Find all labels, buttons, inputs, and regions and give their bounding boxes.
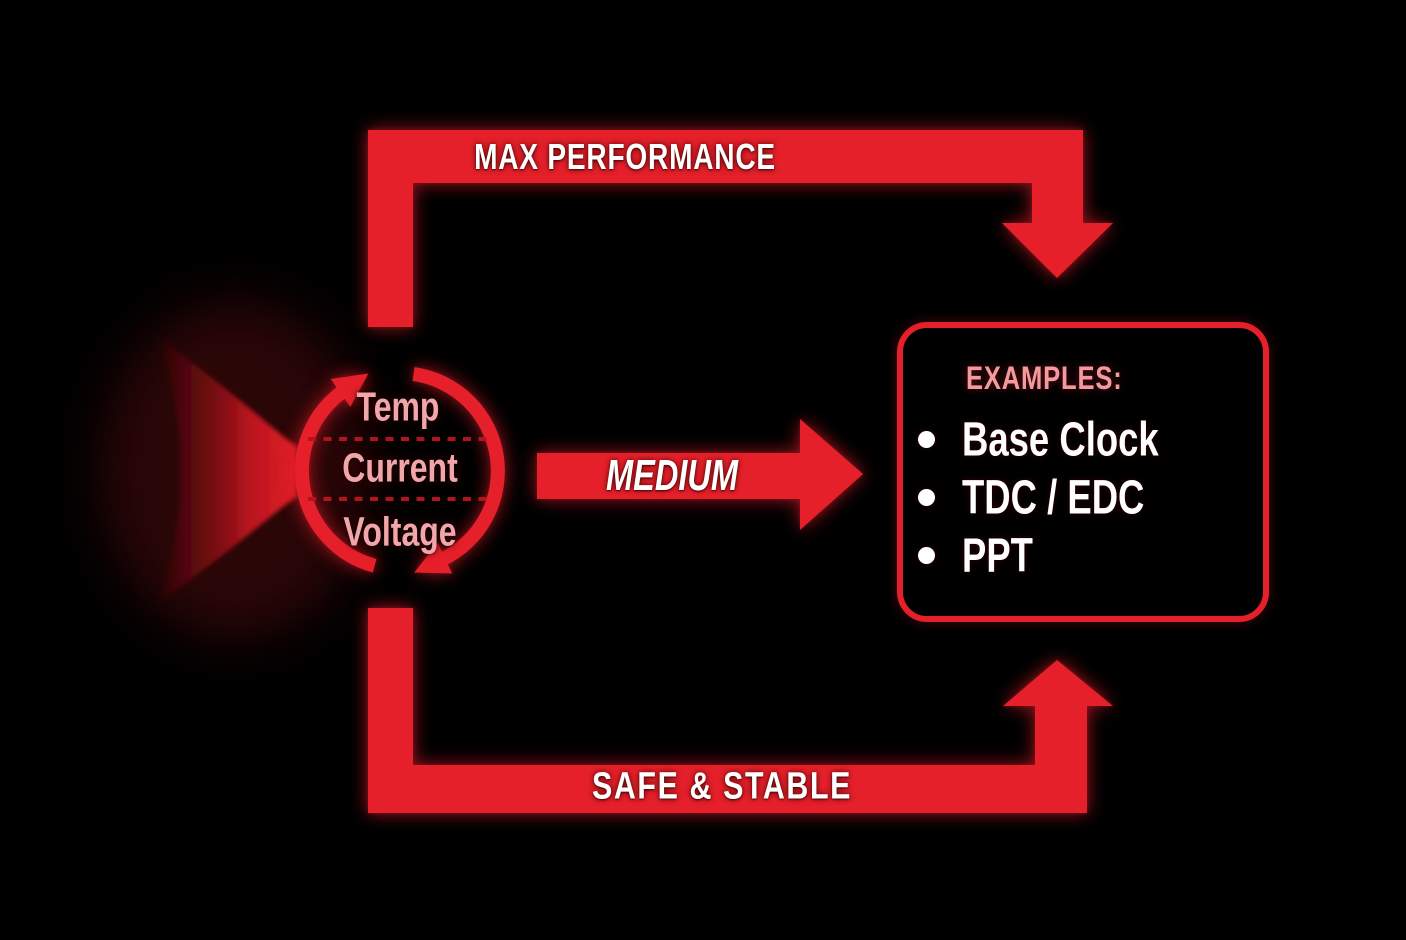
example-item-ppt: PPT <box>962 529 1033 583</box>
example-item-tdc-edc: TDC / EDC <box>962 471 1145 525</box>
example-item-base-clock: Base Clock <box>962 413 1159 467</box>
max-performance-arrow <box>368 130 1113 327</box>
safe-stable-arrow <box>368 608 1113 813</box>
bullet-dot-icon <box>918 431 935 448</box>
cycle-ring-arc-right <box>412 367 505 574</box>
label-max-performance: MAX PERFORMANCE <box>474 136 776 177</box>
label-medium: MEDIUM <box>605 451 739 500</box>
cycle-item-temp: Temp <box>356 383 440 430</box>
cycle-ring-arc-left <box>294 373 377 573</box>
bullet-dot-icon <box>918 489 935 506</box>
examples-heading: EXAMPLES: <box>966 360 1123 396</box>
medium-arrow <box>537 419 863 530</box>
input-funnel <box>160 338 297 602</box>
label-safe-stable: SAFE & STABLE <box>591 765 853 808</box>
bullet-dot-icon <box>918 547 935 564</box>
examples-box <box>897 322 1269 622</box>
cycle-item-current: Current <box>342 444 458 491</box>
cycle-item-voltage: Voltage <box>343 508 457 555</box>
